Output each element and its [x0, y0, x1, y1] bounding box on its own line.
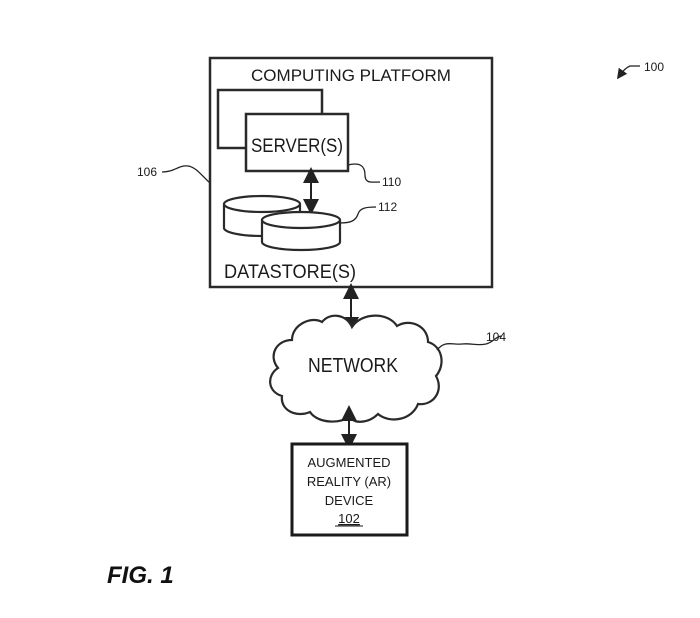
network-ref: 104 — [486, 330, 506, 344]
ar-device-line-1: AUGMENTED — [307, 455, 390, 470]
computing-platform-leader-line — [161, 165, 211, 184]
ar-device-line-2: REALITY (AR) — [307, 474, 391, 489]
datastores-ref: 112 — [378, 200, 397, 214]
network-leader-line — [436, 335, 503, 351]
ar-device-ref: 102 — [338, 511, 360, 526]
computing-platform-ref: 106 — [137, 165, 157, 179]
servers-stack: SERVER(S) — [216, 88, 350, 173]
computing-platform-title: COMPUTING PLATFORM — [251, 66, 451, 85]
datastores-label: DATASTORE(S) — [224, 262, 356, 283]
ar-device-box: AUGMENTED REALITY (AR) DEVICE 102 — [290, 442, 409, 537]
network-label: NETWORK — [308, 355, 399, 377]
system-ref-arrow — [616, 65, 640, 80]
datastores-leader-line — [339, 206, 377, 224]
servers-leader-line — [347, 163, 381, 183]
system-ref: 100 — [644, 60, 664, 74]
figure-caption: FIG. 1 — [107, 562, 174, 589]
servers-label: SERVER(S) — [251, 136, 343, 157]
ar-device-line-3: DEVICE — [325, 493, 374, 508]
datastores-cylinders: DATASTORE(S) — [222, 194, 356, 283]
servers-ref: 110 — [382, 175, 401, 189]
network-cloud: NETWORK — [269, 314, 443, 423]
